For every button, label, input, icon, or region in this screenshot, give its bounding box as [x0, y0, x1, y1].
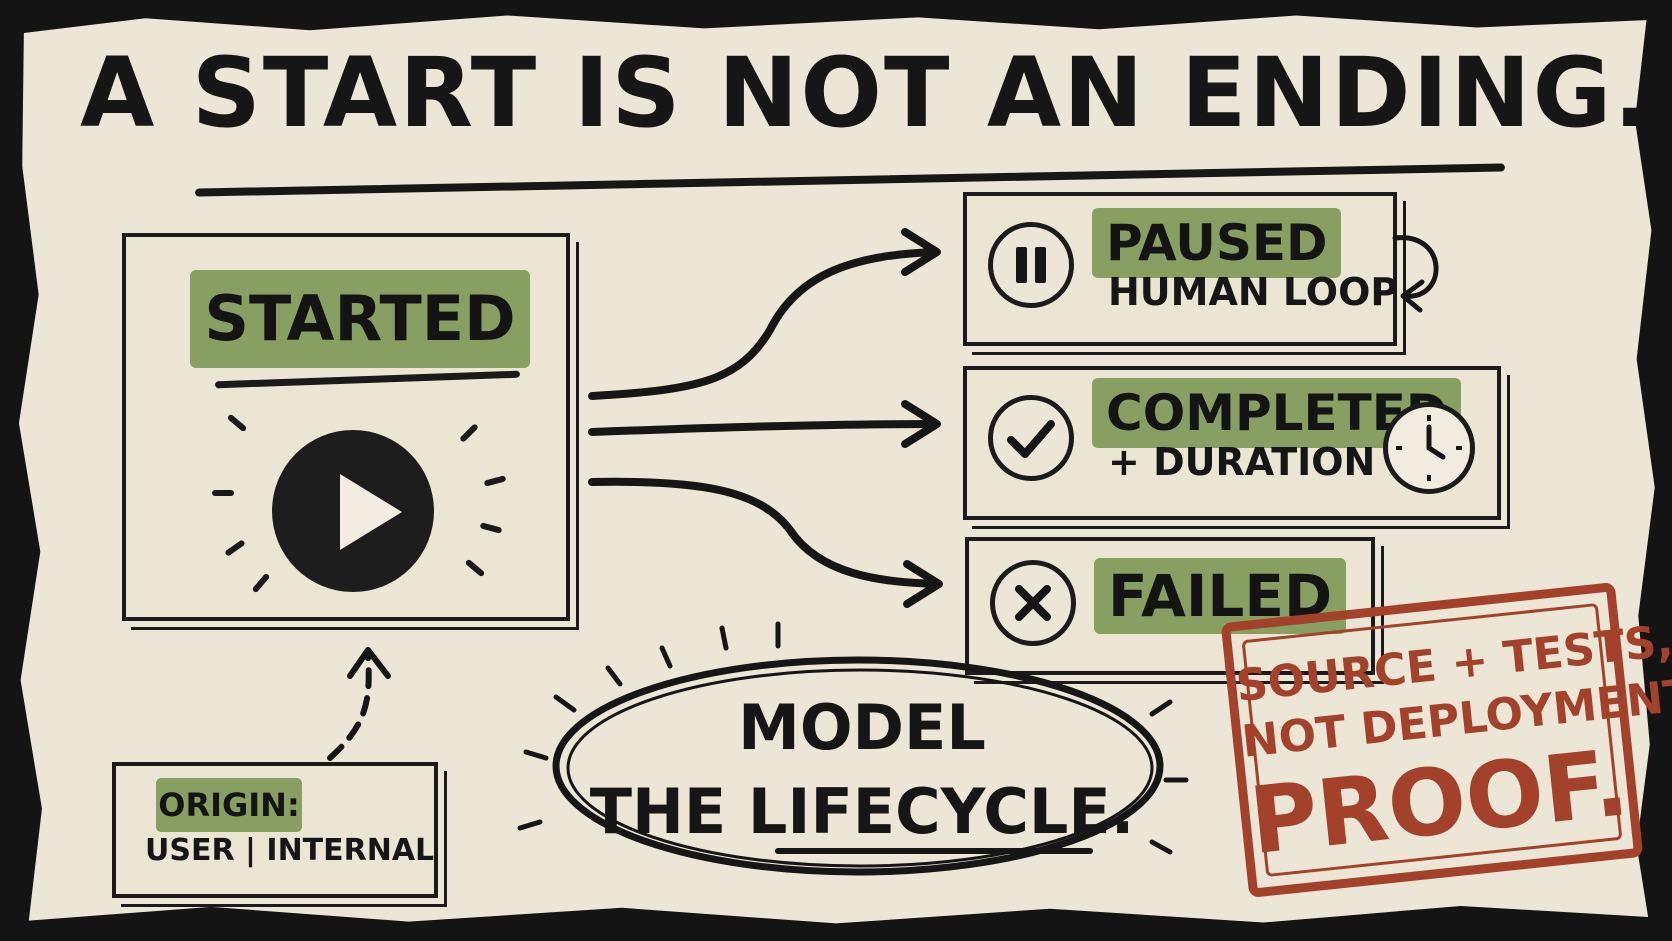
origin-arrowhead — [347, 647, 391, 679]
callout-rays — [517, 621, 1189, 855]
check-icon — [988, 395, 1074, 481]
burst-ray — [212, 490, 234, 496]
callout-line-1: MODEL — [738, 691, 986, 764]
x-icon — [990, 560, 1076, 646]
origin-dashed-arrow — [327, 655, 372, 761]
completed-subtitle: + DURATION — [1108, 440, 1376, 484]
arrow-to-failed — [588, 477, 941, 588]
page-title: A START IS NOT AN ENDING. — [80, 37, 1652, 149]
arrow-to-completed — [588, 420, 939, 436]
callout-text: MODEL THE LIFECYCLE. — [562, 686, 1162, 854]
paused-label: PAUSED — [1092, 208, 1342, 278]
pause-icon — [988, 222, 1074, 308]
paused-subtitle: HUMAN LOOP — [1108, 270, 1399, 314]
play-triangle — [340, 474, 402, 550]
callout-line-2: THE LIFECYCLE. — [589, 775, 1135, 848]
clock-icon — [1383, 402, 1475, 494]
arrowhead-completed — [901, 400, 941, 448]
origin-label: ORIGIN: — [156, 778, 302, 832]
callout-ellipse-inner — [566, 668, 1154, 868]
loop-arrow — [1392, 235, 1439, 299]
arrowhead-failed — [903, 560, 943, 608]
loop-arrowhead — [1400, 279, 1425, 313]
failed-label: FAILED — [1094, 558, 1347, 634]
arrow-to-paused — [588, 248, 939, 400]
started-label: STARTED — [190, 270, 530, 368]
callout-ellipse — [552, 656, 1164, 876]
proof-stamp: SOURCE + TESTS, NOT DEPLOYMENT PROOF. — [1220, 582, 1672, 898]
callout-underline — [775, 848, 1093, 854]
arrowhead-paused — [901, 228, 941, 276]
origin-values: USER | INTERNAL — [145, 833, 435, 868]
